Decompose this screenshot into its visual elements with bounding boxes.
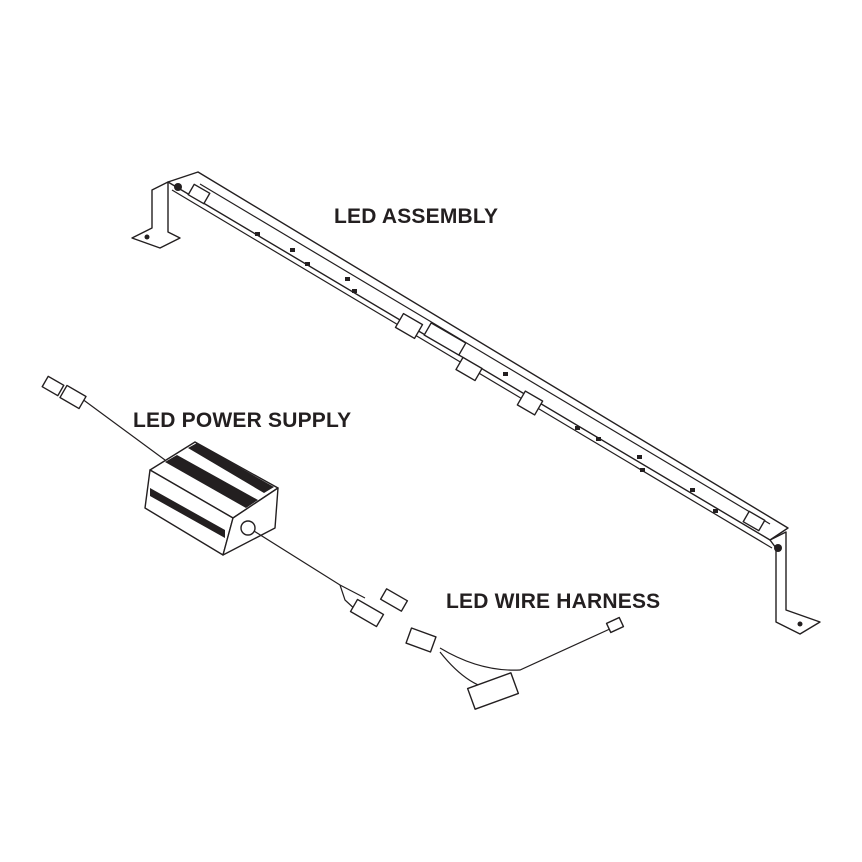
harness-connector-left bbox=[405, 627, 437, 653]
harness-connector-main bbox=[466, 672, 520, 710]
harness-connector-right bbox=[605, 616, 625, 634]
led-wire-harness-drawing bbox=[405, 616, 625, 710]
led-power-supply-label: LED POWER SUPPLY bbox=[133, 409, 352, 432]
led-chips bbox=[255, 232, 718, 513]
led-assembly-label: LED ASSEMBLY bbox=[334, 205, 499, 228]
led-power-supply-drawing bbox=[41, 375, 409, 628]
left-bracket bbox=[131, 181, 181, 249]
output-connector-2 bbox=[379, 588, 409, 612]
input-connector bbox=[41, 375, 65, 397]
right-bracket bbox=[769, 531, 821, 635]
led-wire-harness-label: LED WIRE HARNESS bbox=[446, 590, 661, 613]
led-assembly-drawing bbox=[131, 171, 821, 635]
output-connector-1 bbox=[349, 598, 385, 628]
led-strip-bar bbox=[167, 171, 789, 541]
